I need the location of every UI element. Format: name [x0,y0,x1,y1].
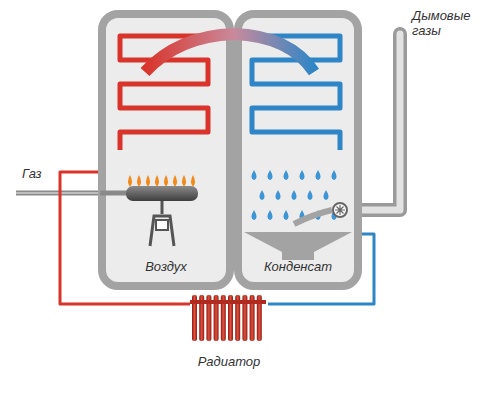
heat-flow-arc [145,34,234,72]
water-drop [332,170,337,180]
flame [164,175,168,187]
water-drop [252,170,257,180]
air-intake [150,201,174,246]
water-drop [324,190,329,200]
node-label: Воздух [145,259,187,274]
water-drop [316,170,321,180]
water-drop [276,190,281,200]
node-label: Радиатор [198,354,261,369]
flame [182,175,186,187]
flame [128,175,132,187]
flame [155,175,159,187]
water-drop [284,170,289,180]
water-drop [268,210,273,220]
burner [126,186,198,201]
water-drop [292,190,297,200]
gas-pipe-inner [100,191,128,196]
gas-label: Газ [22,166,62,181]
fan-blades [335,205,345,215]
water-drop [268,170,273,180]
heat-flow-arc [234,34,314,72]
water-drop [300,170,305,180]
condensing-chamber-outline [234,10,362,290]
condensate-funnel [244,232,352,260]
flame [191,175,195,187]
water-drop [260,190,265,200]
burner-chamber: Воздух [98,10,234,290]
flue-gas-label: Дымовые газы [412,8,478,38]
condensing-chamber: Конденсат [234,10,362,290]
fan [333,203,347,217]
air-intake-valve [156,220,168,230]
water-drop [308,190,313,200]
flame [146,175,150,187]
flame [173,175,177,187]
node-label: Конденсат [264,259,332,274]
radiator-manifold [190,300,266,304]
water-drop [284,210,289,220]
flame [137,175,141,187]
water-drop [252,210,257,220]
burner-chamber-outline [98,10,234,290]
radiator: Радиатор [190,291,268,371]
flue-duct [294,210,332,224]
